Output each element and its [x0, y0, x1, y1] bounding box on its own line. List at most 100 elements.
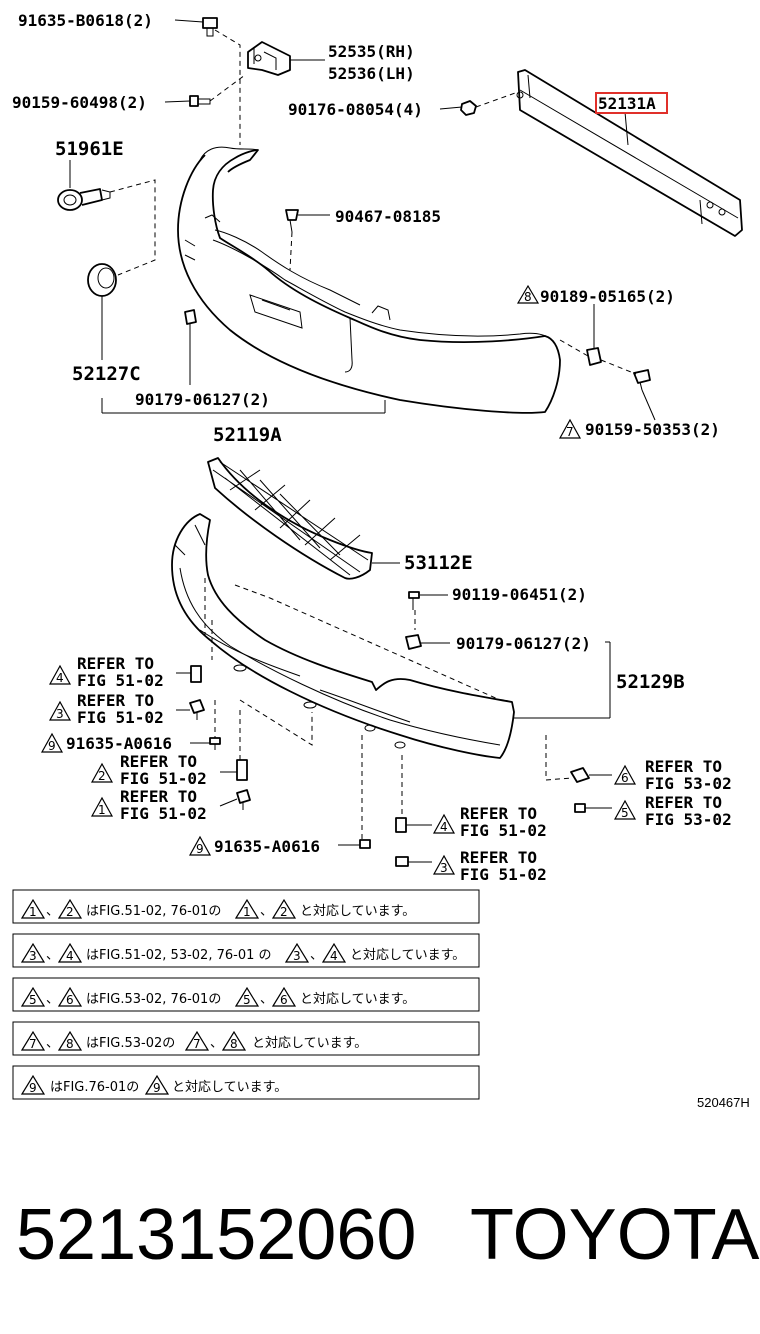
svg-text:2: 2	[66, 905, 74, 919]
refer-3-mid: 3 REFER TO FIG 51-02	[432, 848, 547, 884]
reinforcement-52131a	[516, 69, 743, 237]
svg-text:6: 6	[280, 993, 288, 1007]
svg-text:5: 5	[243, 993, 251, 1007]
svg-text:、: 、	[210, 1036, 223, 1051]
svg-text:はFIG.51-02, 53-02, 76-01 の: はFIG.51-02, 53-02, 76-01 の	[86, 948, 272, 963]
svg-text:、: 、	[46, 948, 59, 963]
svg-text:REFER TO: REFER TO	[120, 752, 197, 771]
svg-text:はFIG.53-02の: はFIG.53-02の	[86, 1036, 175, 1051]
svg-text:5: 5	[29, 993, 37, 1007]
svg-text:4: 4	[440, 820, 448, 834]
label-91635-b0618: 91635-B0618(2)	[18, 11, 153, 30]
svg-text:REFER TO: REFER TO	[77, 654, 154, 673]
label-52127c: 52127C	[72, 363, 141, 385]
diagram-svg: 91635-B0618(2) 52535(RH) 52536(LH) 90159…	[12, 11, 743, 1100]
note-box-4: 7 、 8 はFIG.53-02の 7 、 8 と対応しています。	[12, 1021, 480, 1056]
clip-90179-top	[184, 309, 197, 325]
svg-text:1: 1	[243, 905, 251, 919]
svg-text:9: 9	[196, 842, 204, 856]
svg-text:3: 3	[29, 949, 37, 963]
svg-text:、: 、	[260, 904, 273, 919]
label-90119-06451: 90119-06451(2)	[452, 585, 587, 604]
label-90179-06127-top: 90179-06127(2)	[135, 390, 270, 409]
lower-bumper-52129b	[171, 513, 515, 759]
fasteners-bottom	[189, 591, 590, 867]
bolt-90159-60498	[189, 95, 211, 107]
bumper-cover-52119a	[177, 146, 561, 414]
label-52535: 52535(RH)	[328, 42, 415, 61]
clip-90189-05165	[586, 347, 602, 366]
svg-text:8: 8	[66, 1037, 74, 1051]
refer-9-b: 9 91635-A0616	[188, 835, 320, 856]
svg-text:、: 、	[260, 992, 273, 1007]
svg-text:、: 、	[46, 992, 59, 1007]
svg-text:REFER TO: REFER TO	[645, 757, 722, 776]
svg-text:はFIG.76-01の: はFIG.76-01の	[50, 1080, 139, 1095]
svg-text:と対応しています。: と対応しています。	[300, 904, 415, 919]
svg-text:REFER TO: REFER TO	[77, 691, 154, 710]
svg-text:1: 1	[98, 803, 106, 817]
label-90159-50353: 90159-50353(2)	[585, 420, 720, 439]
bracket-52535	[247, 41, 291, 76]
svg-text:9: 9	[153, 1081, 161, 1095]
svg-text:REFER TO: REFER TO	[645, 793, 722, 812]
svg-text:、: 、	[46, 1036, 59, 1051]
label-52129b: 52129B	[616, 671, 685, 693]
svg-text:、: 、	[46, 904, 59, 919]
label-53112e: 53112E	[404, 552, 473, 574]
figure-reference-code: 520467H	[697, 1095, 750, 1110]
refer-3-left: 3 REFER TO FIG 51-02	[48, 691, 164, 727]
refer-1-left: 1 REFER TO FIG 51-02	[90, 787, 207, 823]
svg-text:4: 4	[330, 949, 338, 963]
label-51961e: 51961E	[55, 138, 124, 160]
svg-text:6: 6	[66, 993, 74, 1007]
svg-text:と対応しています。: と対応しています。	[350, 948, 465, 963]
svg-text:9: 9	[29, 1081, 37, 1095]
label-52131a: 52131A	[598, 94, 656, 113]
note-box-5: 9 はFIG.76-01の 9 と対応しています。	[12, 1065, 480, 1100]
label-90189-05165: 90189-05165(2)	[540, 287, 675, 306]
label-91635-a0616-b: 91635-A0616	[214, 837, 320, 856]
tri-8: 8	[516, 284, 540, 304]
svg-text:と対応しています。: と対応しています。	[252, 1036, 367, 1051]
cap-52127c	[87, 263, 117, 297]
svg-text:8: 8	[524, 290, 532, 304]
label-52536: 52536(LH)	[328, 64, 415, 83]
svg-text:REFER TO: REFER TO	[460, 804, 537, 823]
label-90159-60498: 90159-60498(2)	[12, 93, 147, 112]
svg-text:と対応しています。: と対応しています。	[172, 1080, 287, 1095]
svg-text:2: 2	[98, 769, 106, 783]
svg-text:REFER TO: REFER TO	[460, 848, 537, 867]
svg-text:7: 7	[566, 425, 574, 439]
refer-4-mid: 4 REFER TO FIG 51-02	[432, 804, 547, 840]
refer-2-left: 2 REFER TO FIG 51-02	[90, 752, 207, 788]
towing-eye-51961e	[57, 188, 111, 211]
svg-text:1: 1	[29, 905, 37, 919]
label-91635-a0616-a: 91635-A0616	[66, 734, 172, 753]
svg-text:3: 3	[440, 861, 448, 875]
clip-90467-08185	[285, 209, 299, 233]
part-number: 5213152060	[16, 1195, 417, 1275]
svg-text:3: 3	[293, 949, 301, 963]
svg-text:はFIG.53-02, 76-01の: はFIG.53-02, 76-01の	[86, 992, 221, 1007]
svg-text:4: 4	[56, 671, 64, 685]
svg-text:6: 6	[621, 771, 629, 785]
label-90179-06127-bottom: 90179-06127(2)	[456, 634, 591, 653]
svg-text:FIG 51-02: FIG 51-02	[460, 865, 547, 884]
highlight-box	[595, 92, 668, 114]
note-box-3: 5 、 6 はFIG.53-02, 76-01の 5 、 6 と対応しています。	[12, 977, 480, 1012]
label-90176-08054: 90176-08054(4)	[288, 100, 423, 119]
svg-text:FIG 51-02: FIG 51-02	[77, 671, 164, 690]
screw-90159-50353	[633, 369, 651, 391]
svg-text:、: 、	[310, 948, 323, 963]
svg-text:と対応しています。: と対応しています。	[300, 992, 415, 1007]
refer-5-right: 5 REFER TO FIG 53-02	[613, 793, 732, 829]
grille-53112e	[207, 457, 373, 580]
nut-90176-08054	[460, 100, 477, 116]
label-90467-08185: 90467-08185	[335, 207, 441, 226]
svg-text:FIG 51-02: FIG 51-02	[77, 708, 164, 727]
svg-text:FIG 53-02: FIG 53-02	[645, 774, 732, 793]
svg-text:9: 9	[48, 739, 56, 753]
svg-text:FIG 51-02: FIG 51-02	[120, 769, 207, 788]
svg-text:3: 3	[56, 707, 64, 721]
